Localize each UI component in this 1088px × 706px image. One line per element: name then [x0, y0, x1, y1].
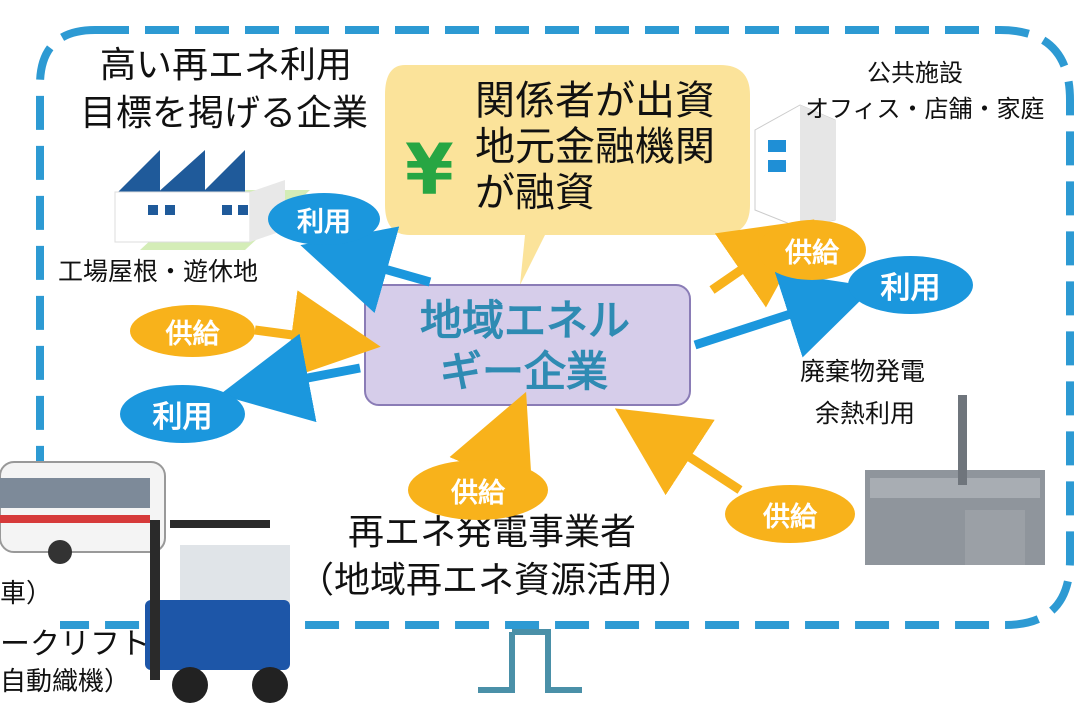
waste-power-plant-icon	[865, 395, 1045, 565]
region-dashed-border-left	[36, 26, 96, 540]
forklift-caption-1: ークリフト	[0, 627, 150, 662]
use-oval-right: 利用	[848, 256, 973, 314]
factory-icon	[114, 150, 285, 243]
waste-power-label-2: 余熱利用	[815, 399, 916, 428]
central-label-2: ギー企業	[440, 347, 609, 396]
forklift-icon	[145, 520, 290, 703]
factory-roof-label: 工場屋根・遊休地	[58, 257, 259, 286]
arrow-use-left	[219, 333, 361, 423]
funding-label-3: が融資	[475, 170, 595, 216]
funding-label-1: 関係者が出資	[475, 78, 715, 124]
bus-icon	[0, 461, 166, 564]
public-facilities-label-1: 公共施設	[867, 59, 963, 87]
arrow-use-top-left	[300, 226, 432, 314]
office-building-icon	[754, 104, 836, 229]
supply-oval-bottom-right: 供給	[725, 485, 855, 543]
yen-icon: ¥	[405, 129, 454, 211]
funding-callout	[385, 65, 750, 285]
use-oval-left: 利用	[120, 385, 245, 443]
supply-oval-bottom: 供給	[408, 460, 548, 520]
funding-label-2: 地元金融機関	[475, 124, 715, 170]
bus-caption: 車）	[0, 579, 53, 609]
high-re-company-label-2: 目標を掲げる企業	[80, 93, 369, 134]
waste-power-label-1: 廃棄物発電	[800, 357, 926, 386]
arrow-supply-bottom-right	[614, 408, 743, 496]
arrow-use-right	[693, 271, 875, 358]
arrow-supply-left	[254, 290, 381, 380]
down-outline-arrow	[512, 629, 582, 693]
high-re-company-label-1: 高い再エネ利用	[100, 45, 353, 86]
forklift-caption-2: 自動織機）	[0, 667, 131, 697]
public-facilities-label-2: オフィス・店舗・家庭	[805, 95, 1045, 123]
re-generator-label-2: （地域再エネ資源活用）	[298, 560, 695, 601]
supply-oval-top-right: 供給	[758, 220, 866, 280]
central-label-1: 地域エネル	[420, 296, 631, 345]
supply-oval-left: 供給	[130, 305, 255, 357]
arrow-supply-bottom	[449, 391, 533, 493]
region-dashed-border	[60, 26, 1074, 629]
down-outline-arrow-left	[478, 632, 515, 693]
use-oval-top-left: 利用	[268, 193, 380, 245]
